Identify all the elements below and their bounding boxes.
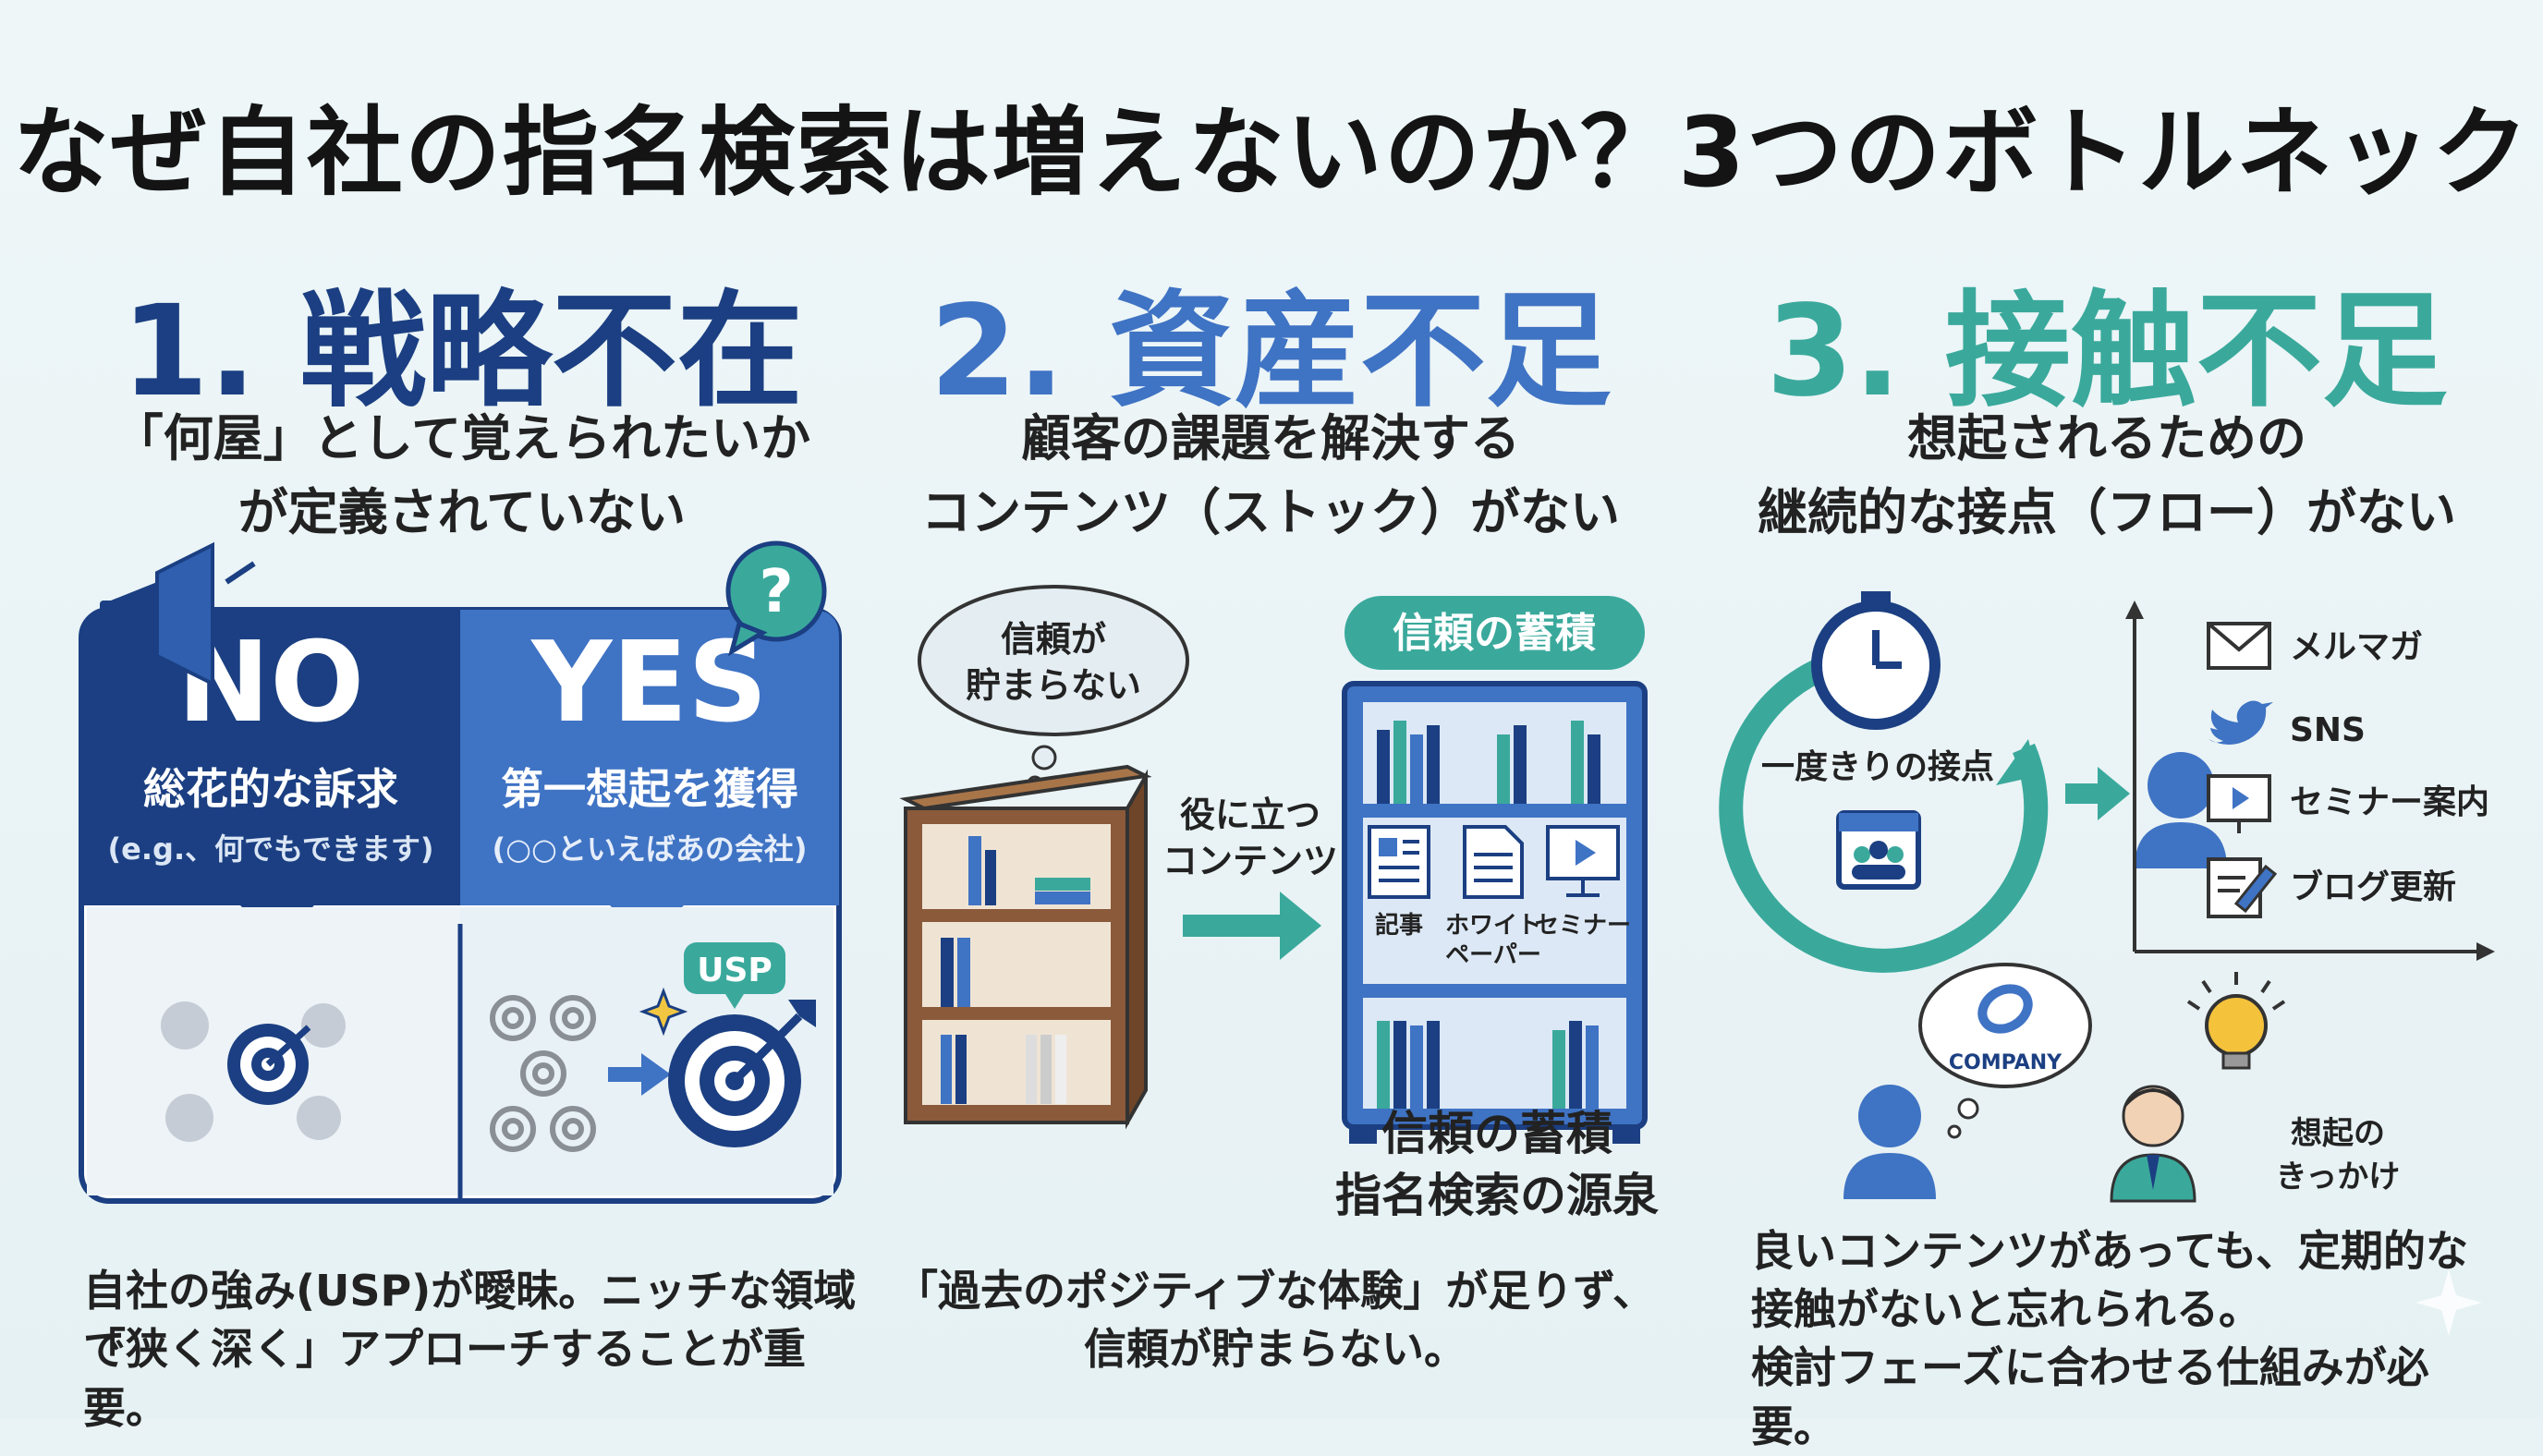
arrow-label-line1: 役に立つ (1180, 795, 1320, 835)
col2-subtitle-line1: 顧客の課題を解決する (1021, 409, 1520, 467)
usp-badge: USP (684, 942, 785, 1009)
contact-diagram: 一度きりの接点 (1719, 591, 2495, 1203)
shelf-label-line1: 信頼の蓄積 (1381, 1107, 1612, 1160)
channel-label: セミナー案内 (2290, 783, 2489, 821)
svg-text:貯まらない: 貯まらない (966, 665, 1141, 706)
lightbulb-icon (2186, 972, 2286, 1070)
col3-caption-line2: 接触がないと忘れられる。 (1751, 1284, 2261, 1334)
company-logo-icon (1977, 984, 2033, 1034)
blog-edit-icon (2207, 857, 2278, 918)
trigger-label-line1: 想起の (2291, 1115, 2385, 1152)
empty-bookshelf-icon (899, 764, 1152, 1130)
channel-label: SNS (2290, 711, 2366, 749)
person-icon (2135, 752, 2227, 868)
mail-icon (2207, 622, 2271, 670)
arrow-label-line2: コンテンツ (1162, 841, 1338, 881)
question-bubble-icon: ? (725, 540, 827, 657)
svg-text:?: ? (759, 558, 793, 626)
col1-subtitle-line2: が定義されていない (237, 483, 687, 541)
company-label: COMPANY (1949, 1051, 2062, 1074)
thought-bubble: 信頼が 貯まらない (918, 585, 1189, 792)
col3-heading: 3. 接触不足 (1766, 279, 2448, 425)
customer-icon (1843, 1085, 1936, 1199)
no-note: (e.g.、何でもできます) (108, 831, 434, 867)
col1-heading: 1. 戦略不在 (121, 279, 803, 425)
target-icon-small (227, 1024, 311, 1105)
twitter-bird-icon (2208, 700, 2273, 745)
usp-target-icon (668, 1000, 816, 1147)
yes-sub: 第一想起を獲得 (501, 764, 798, 814)
col1-caption-line2: 「狭く深く」アプローチすることが重要。 (83, 1324, 806, 1433)
teal-arrow-icon (1183, 892, 1321, 960)
seminar-icon (2207, 774, 2271, 833)
col2-subtitle-line2: コンテンツ（ストック）がない (921, 483, 1620, 541)
gray-targets-icon (490, 995, 596, 1152)
col3-subtitle-line1: 想起されるための (1907, 409, 2306, 467)
company-thought-bubble: COMPANY (1918, 963, 2092, 1139)
channel-label: メルマガ (2290, 628, 2423, 666)
clock-icon (1811, 591, 1941, 730)
col1-subtitle-line1: 「何屋」として覚えられたいか (113, 409, 811, 467)
trigger-label-line2: きっかけ (2276, 1159, 2401, 1195)
scattered-targets (161, 1001, 346, 1142)
no-sub: 総花的な訴求 (143, 764, 398, 814)
svg-text:信頼が: 信頼が (1001, 619, 1106, 660)
channel-label: ブログ更新 (2290, 868, 2456, 906)
svg-text:USP: USP (697, 952, 773, 989)
col2-caption-line2: 信頼が貯まらない。 (1084, 1324, 1466, 1374)
item-seminar-label: セミナー (1535, 912, 1631, 940)
megaphone-icon (100, 541, 263, 687)
sparkle-watermark-icon (2415, 1269, 2482, 1336)
timeline-axis (2125, 601, 2495, 961)
businessman-icon (2110, 1085, 2196, 1203)
right-arrow-icon (608, 1053, 671, 1096)
item-whitepaper-label-2: ペーパー (1445, 941, 1541, 969)
yes-note: (○○といえばあの会社) (492, 831, 807, 867)
yes-label: YES (529, 619, 767, 747)
cycle-ring (1719, 644, 2049, 973)
col2-caption-line1: 「過去のポジティブな体験」が足りず、 (894, 1266, 1656, 1316)
item-whitepaper-label-1: ホワイト (1445, 912, 1541, 940)
seminar-screen-icon (1546, 825, 1620, 897)
once-contact-label: 一度きりの接点 (1761, 748, 1994, 786)
article-icon (1368, 825, 1430, 899)
calendar-people-icon (1836, 810, 1921, 890)
svg-text:信頼の蓄積: 信頼の蓄積 (1393, 610, 1596, 657)
whitepaper-icon (1463, 825, 1524, 899)
col3-subtitle-line2: 継続的な接点（フロー）がない (1758, 483, 2456, 541)
col3-caption-line3: 検討フェーズに合わせる仕組みが必要。 (1751, 1342, 2429, 1451)
sparkle-icon (639, 987, 688, 1037)
item-article-label: 記事 (1375, 911, 1423, 940)
col3-caption-line1: 良いコンテンツがあっても、定期的な (1751, 1226, 2469, 1276)
bookshelf-diagram: 信頼が 貯まらない 役に立つ コンテンツ (899, 585, 1648, 1144)
page-title: なぜ自社の指名検索は増えないのか？3つのボトルネック (12, 96, 2531, 209)
col1-caption-line1: 自社の強み(USP)が曖昧。ニッチな領域で (83, 1266, 857, 1375)
col2-heading: 2. 資産不足 (930, 279, 1612, 425)
trust-banner: 信頼の蓄積 (1345, 596, 1645, 670)
arrow-to-person-icon (2065, 767, 2130, 820)
shelf-label-line2: 指名検索の源泉 (1335, 1169, 1659, 1222)
no-yes-panel: NO 総花的な訴求 (e.g.、何でもできます) YES 第一想起を獲得 (○○… (79, 540, 842, 1204)
